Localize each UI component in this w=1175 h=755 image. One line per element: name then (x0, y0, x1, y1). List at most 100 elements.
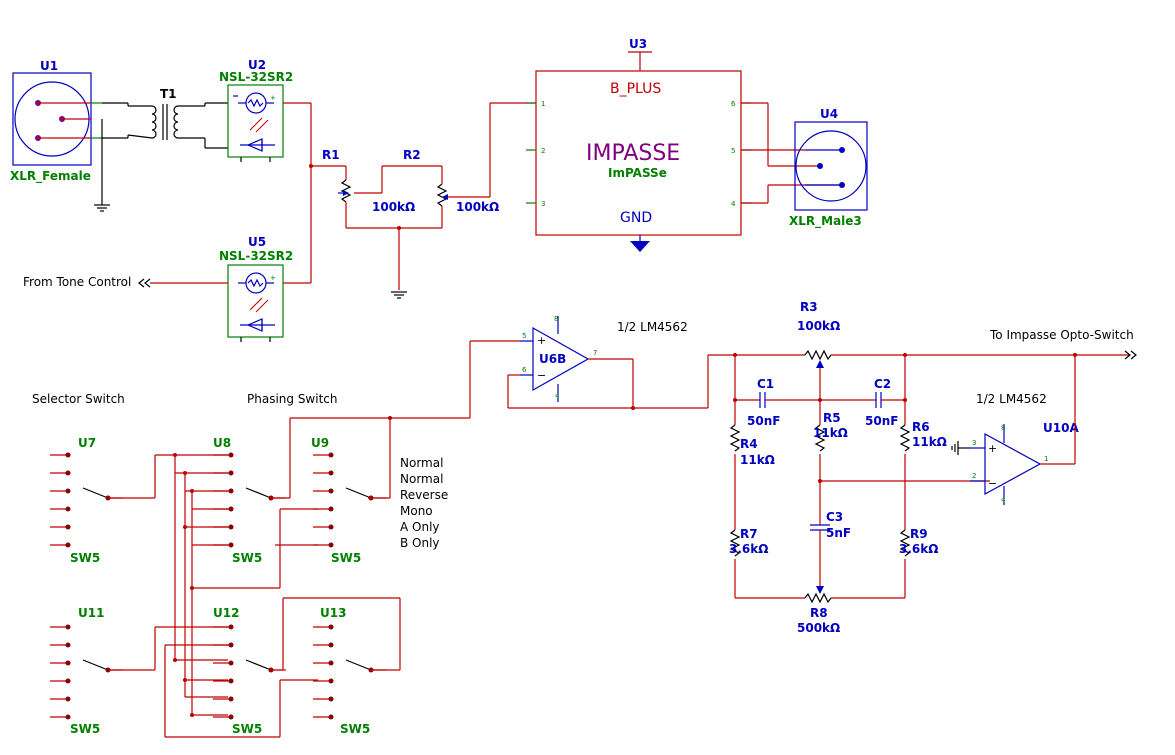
u2-ref: U2 (248, 58, 266, 72)
switch-value: SW5 (232, 551, 262, 565)
c3-value: 5nF (826, 526, 851, 540)
mode-2: Normal (400, 472, 443, 486)
switch-contact (328, 642, 334, 648)
switch-value: SW5 (70, 551, 100, 565)
u2-value: NSL-32SR2 (219, 70, 293, 84)
svg-text:+: + (988, 442, 997, 455)
mode-6: B Only (400, 536, 440, 550)
switch-value: SW5 (70, 722, 100, 736)
u10a-part: 1/2 LM4562 (976, 392, 1047, 406)
u5-ref: U5 (248, 235, 266, 249)
r1-ref: R1 (322, 148, 340, 162)
u2-pin-plus: + (270, 94, 276, 102)
svg-text:−: − (537, 369, 546, 382)
switch-contact (328, 524, 334, 530)
switch-contact (65, 678, 71, 684)
r8-ref: R8 (810, 606, 828, 620)
switch-value: SW5 (331, 551, 361, 565)
mode-5: A Only (400, 520, 440, 534)
u2-optocoupler: + U2 NSL-32SR2 (219, 58, 311, 162)
r9-value: 3.6kΩ (899, 542, 938, 556)
switch-contact (228, 660, 234, 666)
switch-wiper (245, 659, 272, 671)
r1-r2-pots: R1 R2 100kΩ 100kΩ (309, 102, 536, 299)
r7-ref: R7 (740, 527, 758, 541)
switch-contact (65, 452, 71, 458)
switch-contact (328, 488, 334, 494)
u6b-pin6: 6 (522, 366, 527, 374)
u3-gnd: GND (620, 210, 652, 226)
r2-value: 100kΩ (456, 200, 499, 214)
u6b-pin5: 5 (522, 332, 526, 340)
switch-contact (65, 524, 71, 530)
u4-value: XLR_Male3 (789, 214, 862, 229)
switch-contact (228, 488, 234, 494)
switch-contact (228, 452, 234, 458)
switch-contact (328, 660, 334, 666)
r2-ref: R2 (403, 148, 421, 162)
u1-ref: U1 (40, 59, 58, 73)
switch-contact (328, 678, 334, 684)
u10a-ref: U10A (1043, 421, 1079, 435)
r5-value: 11kΩ (813, 426, 848, 440)
switch-wiper (345, 659, 372, 671)
u5-value: NSL-32SR2 (219, 249, 293, 263)
switch-contact (228, 624, 234, 630)
u10a-pin1: 1 (1044, 455, 1048, 463)
u3-pin-2: 2 (541, 147, 545, 155)
u1-xlr-female: U1 XLR_Female (10, 59, 110, 212)
u10a-pin3: 3 (972, 439, 976, 447)
u6b-pin8: 8 (554, 315, 558, 323)
r3-ref: R3 (800, 300, 818, 314)
switch-contact (65, 488, 71, 494)
u3-bplus: B_PLUS (610, 81, 661, 97)
switch-contact (228, 542, 234, 548)
mode-3: Reverse (400, 488, 448, 502)
to-impasse-label: To Impasse Opto-Switch (989, 328, 1134, 342)
switch-contact (328, 452, 334, 458)
u10a-pin8: 8 (1001, 424, 1005, 432)
phasing-switch-label: Phasing Switch (247, 392, 338, 406)
switch-contact (328, 714, 334, 720)
u4-xlr-male: U4 XLR_Male3 (741, 102, 868, 229)
from-tone-label: From Tone Control (23, 275, 131, 289)
t1-transformer: T1 (102, 87, 228, 149)
r4-value: 11kΩ (740, 453, 775, 467)
switch-contact (65, 470, 71, 476)
switch-contact (328, 624, 334, 630)
r8-value: 500kΩ (797, 621, 840, 635)
switch-contact (228, 524, 234, 530)
switch-wiper (245, 487, 272, 499)
switch-wiper (82, 487, 109, 499)
mode-4: Mono (400, 504, 433, 518)
switch-contact (328, 542, 334, 548)
switch-contact (228, 696, 234, 702)
c2-ref: C2 (874, 377, 891, 391)
switch-contact (65, 714, 71, 720)
switch-contact (65, 660, 71, 666)
u3-impasse: U3 B_PLUS IMPASSE ImPASSe GND 1 2 3 6 5 … (526, 37, 751, 252)
u6b-opamp: + − U6B 5 6 7 8 4 1/2 LM4562 (390, 315, 805, 419)
t1-ref: T1 (160, 87, 177, 101)
u3-ref: U3 (629, 37, 647, 51)
switch-ref: U8 (213, 436, 231, 450)
u3-pin-5: 5 (731, 147, 735, 155)
c2-value: 50nF (865, 414, 898, 428)
r5-ref: R5 (823, 411, 841, 425)
switch-contact (328, 506, 334, 512)
u6b-pin4: 4 (555, 392, 560, 400)
switch-contact (65, 624, 71, 630)
u10a-pin2: 2 (972, 472, 976, 480)
r1-value: 100kΩ (372, 200, 415, 214)
phase-network: R3 100kΩ To Impasse Opto-Switch C1 50nF … (729, 300, 1137, 635)
switch-contact (228, 506, 234, 512)
svg-text:+: + (537, 334, 546, 347)
c1-value: 50nF (747, 414, 780, 428)
selector-switch-label: Selector Switch (32, 392, 125, 406)
r4-ref: R4 (740, 437, 758, 451)
switch-contact (65, 642, 71, 648)
